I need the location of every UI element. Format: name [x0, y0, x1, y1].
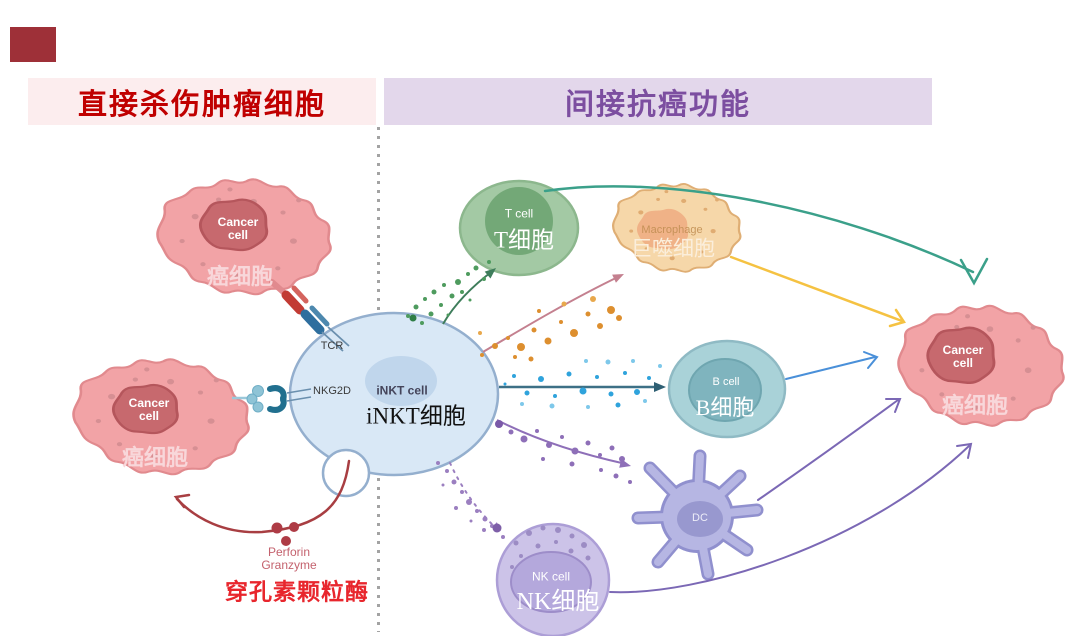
arrow-inkt-to-nkcell [436, 461, 505, 539]
inkt-cell [288, 311, 500, 498]
macrophage-cell [611, 182, 742, 273]
t-cell [458, 179, 580, 277]
tcr-receptor [269, 279, 350, 352]
section-title-direct: 直接杀伤肿瘤细胞 [28, 78, 376, 125]
corner-color-swatch [10, 27, 56, 62]
arrow-inkt-to-tcell [406, 260, 496, 325]
arc-macrophage-to-cancer [729, 255, 906, 328]
b-cell [667, 339, 787, 439]
arrow-inkt-to-dc [495, 419, 632, 484]
nk-cell [495, 522, 611, 636]
arrow-inkt-to-bcell [499, 359, 666, 409]
arc-bcell-to-cancer [785, 351, 879, 380]
cancer-cell-top-left [156, 178, 332, 296]
dc-cell [631, 449, 764, 581]
perforin-granules [271, 522, 299, 546]
perforin-arrow [173, 459, 351, 546]
nkg2d-receptor [232, 385, 312, 413]
arrow-inkt-to-macrophage [478, 274, 624, 362]
cancer-cell-bottom-left [72, 358, 250, 476]
arc-nkcell-to-cancer [609, 442, 973, 594]
section-title-indirect: 间接抗癌功能 [384, 78, 932, 125]
cancer-cell-right [897, 304, 1065, 428]
arc-tcell-to-cancer [543, 185, 989, 286]
arc-dc-to-cancer [757, 398, 902, 501]
